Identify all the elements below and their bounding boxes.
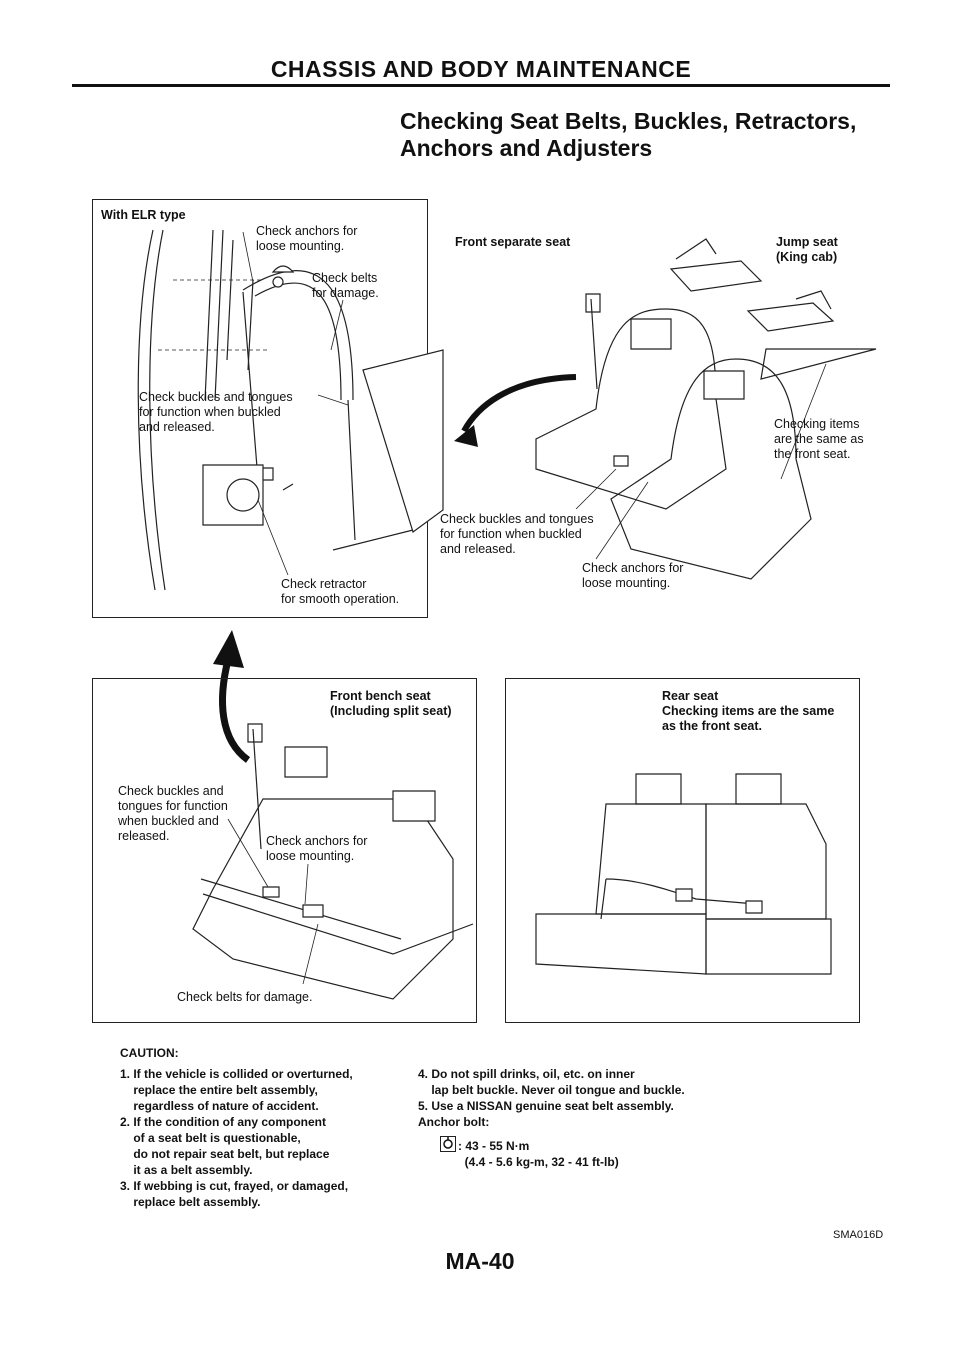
section-header: CHASSIS AND BODY MAINTENANCE	[270, 56, 692, 82]
front-separate-check-anchors: Check anchors for loose mounting.	[582, 561, 684, 590]
torque-spec: : 43 - 55 N·m (4.4 - 5.6 kg-m, 32 - 41 f…	[458, 1139, 619, 1169]
caution-list-left: 1. If the vehicle is collided or overtur…	[120, 1067, 353, 1209]
elr-check-belts: Check belts for damage.	[312, 271, 379, 300]
front-separate-heading: Front separate seat	[455, 235, 571, 249]
front-separate-jump-seat: Jump seat (King cab)	[776, 235, 838, 264]
panel-rear-seat: Rear seat Checking items are the same as…	[505, 678, 860, 1023]
elr-illustration	[137, 229, 444, 591]
caution-list-right: 4. Do not spill drinks, oil, etc. on inn…	[418, 1067, 685, 1129]
elr-check-buckles: Check buckles and tongues for function w…	[139, 390, 293, 434]
title-line-1: Checking Seat Belts, Buckles, Retractors…	[400, 108, 857, 134]
header-rule	[72, 84, 890, 87]
elr-heading: With ELR type	[101, 208, 186, 222]
front-separate-check-buckles: Check buckles and tongues for function w…	[440, 512, 594, 556]
page-number: MA-40	[445, 1248, 515, 1274]
caution-heading: CAUTION:	[120, 1046, 179, 1060]
torque-wrench-icon	[440, 1136, 456, 1152]
panel-front-bench: Front bench seat (Including split seat) …	[92, 678, 477, 1023]
rear-heading: Rear seat Checking items are the same as…	[662, 689, 835, 733]
page-title: Checking Seat Belts, Buckles, Retractors…	[400, 108, 880, 162]
bench-check-anchors: Check anchors for loose mounting.	[266, 834, 368, 863]
bench-check-belts: Check belts for damage.	[177, 990, 313, 1004]
front-separate-checking-items: Checking items are the same as the front…	[774, 417, 864, 461]
front-bench-illustration	[192, 723, 474, 1000]
front-separate-illustration	[454, 238, 877, 580]
elr-check-retractor: Check retractor for smooth operation.	[281, 577, 400, 606]
elr-check-anchors: Check anchors for loose mounting.	[256, 224, 358, 253]
figure-code: SMA016D	[833, 1229, 884, 1241]
panel-front-separate: Front separate seat Jump seat (King cab)…	[436, 199, 888, 616]
bench-check-buckles: Check buckles and tongues for function w…	[118, 784, 228, 843]
panel-elr-type: With ELR type Check anchors for loose mo…	[92, 199, 444, 618]
title-line-2: Anchors and Adjusters	[400, 135, 653, 161]
bench-heading: Front bench seat (Including split seat)	[330, 689, 452, 718]
rear-seat-illustration	[535, 773, 832, 975]
